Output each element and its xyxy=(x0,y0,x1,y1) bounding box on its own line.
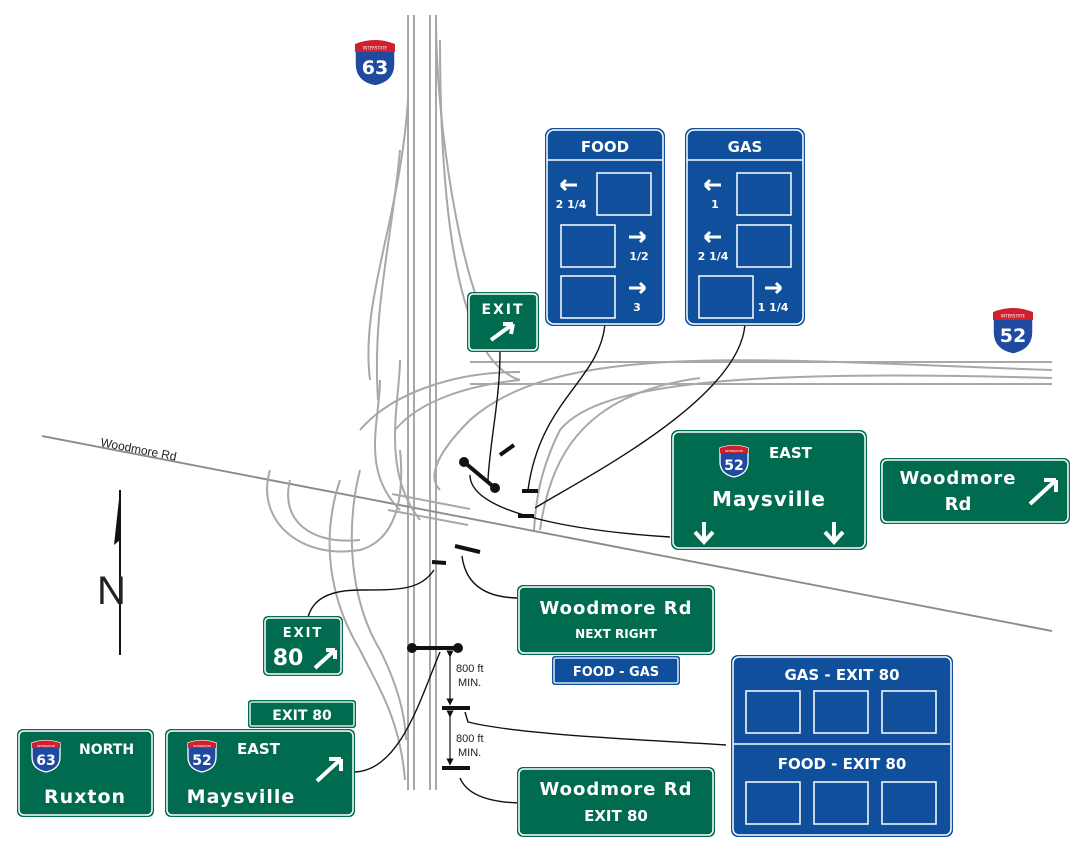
shield-number: 52 xyxy=(724,458,743,474)
ramp-line2: Rd xyxy=(945,494,972,515)
shield-number: 52 xyxy=(192,753,211,769)
food-row3-distance: 3 xyxy=(633,301,641,314)
food-title: FOOD - EXIT 80 xyxy=(778,755,907,773)
shield-number: 63 xyxy=(362,57,388,79)
ramp-line1: Woodmore xyxy=(899,468,1016,489)
food-row1-distance: 2 1/4 xyxy=(556,198,587,211)
direction-label: NORTH xyxy=(79,742,134,758)
plaque-label: FOOD - GAS xyxy=(573,665,659,680)
woodmore-next-right-sign: Woodmore Rd NEXT RIGHT xyxy=(517,585,715,655)
exit-label: EXIT xyxy=(283,626,324,641)
interstate-63-shield-top: INTERSTATE 63 xyxy=(354,39,396,87)
food-row2-distance: 1/2 xyxy=(629,250,648,263)
food-title: FOOD xyxy=(581,138,629,156)
exit-gore-sign: EXIT xyxy=(467,292,539,352)
gas-row2-distance: 2 1/4 xyxy=(698,250,729,263)
north-arrow: N xyxy=(97,490,126,655)
diagonal-arrow-icon xyxy=(313,648,337,670)
interstate-52-shield-right: INTERSTATE 52 xyxy=(992,307,1034,355)
interstate-52-shield: INTERSTATE 52 xyxy=(187,739,217,773)
shield-banner: INTERSTATE xyxy=(1001,314,1025,319)
shield-banner: INTERSTATE xyxy=(37,744,55,748)
services-exit80-sign: GAS - EXIT 80 FOOD - EXIT 80 xyxy=(731,655,953,837)
spacing-2-line1: 800 ft xyxy=(456,733,484,745)
woodmore-road-label: Woodmore Rd xyxy=(99,435,177,463)
interstate-52-shield: INTERSTATE 52 xyxy=(719,444,749,478)
north-label: N xyxy=(97,569,126,613)
sign-structures xyxy=(407,443,538,770)
down-arrow-icon xyxy=(693,522,715,545)
leader-lines xyxy=(305,323,746,804)
shield-banner: INTERSTATE xyxy=(193,744,211,748)
spacing-1-line2: MIN. xyxy=(458,677,481,689)
shield-banner: INTERSTATE xyxy=(725,449,743,453)
gas-row3-distance: 1 1/4 xyxy=(758,301,789,314)
direction-label: EAST xyxy=(237,740,281,758)
spacing-2-line2: MIN. xyxy=(458,747,481,759)
direction-label: EAST xyxy=(769,444,813,462)
shield-number: 52 xyxy=(1000,325,1026,347)
i52-east-overhead-sign: INTERSTATE 52 EAST Maysville xyxy=(671,430,867,550)
diagonal-arrow-icon xyxy=(489,322,515,342)
shield-number: 63 xyxy=(36,753,55,769)
destination-label: Ruxton xyxy=(44,786,126,808)
destination-label: Maysville xyxy=(187,786,296,808)
sub-label: NEXT RIGHT xyxy=(575,627,657,641)
i63-north-sign: INTERSTATE 63 NORTH Ruxton xyxy=(17,729,154,817)
interstate-63-shield: INTERSTATE 63 xyxy=(31,739,61,773)
plaque-label: EXIT 80 xyxy=(272,708,332,724)
exit-number: 80 xyxy=(273,646,304,671)
road-name: Woodmore Rd xyxy=(539,598,692,619)
shield-banner: INTERSTATE xyxy=(363,46,387,51)
road-name: Woodmore Rd xyxy=(539,779,692,800)
gas-logo-sign: GAS 1 2 1/4 1 1/4 xyxy=(685,128,805,326)
destination-label: Maysville xyxy=(712,487,826,511)
diagonal-arrow-icon xyxy=(1028,478,1058,506)
diagonal-arrow-icon xyxy=(315,757,343,783)
exit80-gore-sign: EXIT 80 xyxy=(263,616,343,676)
spacing-1-line1: 800 ft xyxy=(456,663,484,675)
road-network xyxy=(41,14,1053,790)
gas-title: GAS xyxy=(728,138,763,156)
gas-title: GAS - EXIT 80 xyxy=(784,666,899,684)
exit80-plaque: EXIT 80 xyxy=(248,700,356,728)
down-arrow-icon xyxy=(823,522,845,545)
woodmore-exit80-sign: Woodmore Rd EXIT 80 xyxy=(517,767,715,837)
sub-label: EXIT 80 xyxy=(584,807,648,825)
food-gas-plaque: FOOD - GAS xyxy=(552,656,680,685)
gas-row1-distance: 1 xyxy=(711,198,719,211)
i52-east-advance-sign: INTERSTATE 52 EAST Maysville xyxy=(165,729,355,817)
food-logo-sign: FOOD 2 1/4 1/2 3 xyxy=(545,128,665,326)
exit-label: EXIT xyxy=(481,302,524,318)
woodmore-ramp-sign: Woodmore Rd xyxy=(880,458,1070,524)
